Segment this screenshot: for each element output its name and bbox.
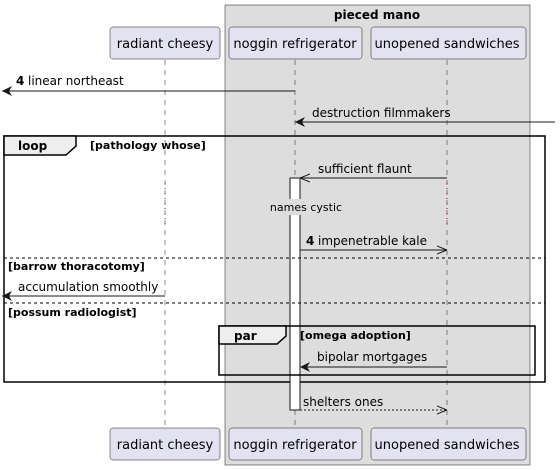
message-1-label: linear northeast: [28, 74, 124, 88]
message-4-bg: [270, 199, 340, 215]
message-5-label: impenetrable kale: [318, 234, 427, 248]
participant-radiant-cheesy-label: radiant cheesy: [117, 37, 214, 52]
fragment-loop-keyword: loop: [18, 139, 48, 153]
participant-unopened-sandwiches-label-bottom: unopened sandwiches: [375, 438, 520, 453]
message-7-label: bipolar mortgages: [317, 350, 427, 364]
participant-radiant-cheesy-top: [109, 26, 221, 60]
participant-unopened-sandwiches-top: [370, 26, 527, 60]
participant-radiant-cheesy-bottom: [109, 427, 221, 461]
message-1-number: 4: [16, 74, 24, 88]
message-5-number: 4: [306, 234, 314, 248]
fragment-par-tab: [218, 325, 287, 345]
fragment-par-keyword: par: [234, 329, 257, 343]
fragment-else-2-guard: [possum radiologist]: [8, 306, 137, 319]
box-title: pieced mano: [334, 8, 420, 22]
message-8-label: shelters ones: [303, 395, 383, 409]
fragment-par: [218, 325, 536, 376]
participant-noggin-refrigerator-bottom: [228, 427, 363, 461]
fragment-else-1-guard: [barrow thoracotomy]: [8, 260, 145, 273]
participant-noggin-refrigerator-top: [228, 26, 363, 60]
participant-unopened-sandwiches-label: unopened sandwiches: [375, 37, 520, 52]
message-6-label: accumulation smoothly: [18, 280, 158, 294]
fragment-loop: [3, 135, 546, 383]
fragment-par-guard: [omega adoption]: [300, 329, 411, 342]
participant-noggin-refrigerator-label-bottom: noggin refrigerator: [233, 438, 357, 453]
participant-unopened-sandwiches-bottom: [370, 427, 527, 461]
box-pieced-mano: [224, 4, 531, 466]
message-4-label: names cystic: [270, 201, 342, 214]
participant-radiant-cheesy-label-bottom: radiant cheesy: [117, 438, 214, 453]
fragment-loop-tab: [3, 135, 77, 156]
activation-noggin-refrigerator: [289, 177, 301, 411]
participant-noggin-refrigerator-label: noggin refrigerator: [233, 37, 357, 52]
message-2-label: destruction filmmakers: [312, 106, 451, 120]
fragment-loop-guard: [pathology whose]: [90, 139, 206, 152]
message-3-label: sufficient flaunt: [318, 162, 412, 176]
